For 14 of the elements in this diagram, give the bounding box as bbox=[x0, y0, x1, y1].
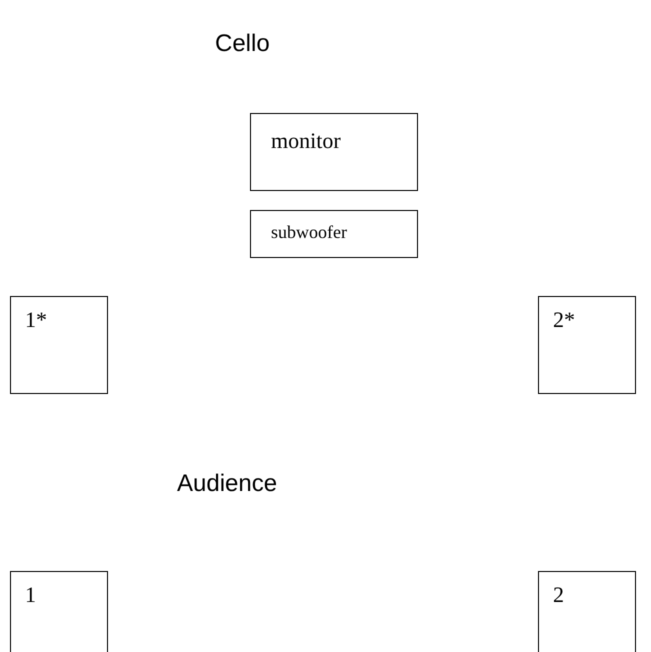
speaker-box bbox=[10, 296, 108, 394]
speaker-label: 1 bbox=[25, 582, 36, 608]
speaker-label: subwoofer bbox=[271, 222, 347, 243]
speaker-box bbox=[538, 296, 636, 394]
area-label: Audience bbox=[177, 470, 278, 498]
speaker-box bbox=[538, 571, 636, 652]
speaker-label: 2* bbox=[553, 307, 575, 333]
speaker-box bbox=[250, 113, 418, 191]
speaker-label: monitor bbox=[271, 128, 341, 154]
speaker-box bbox=[250, 210, 418, 258]
speaker-label: 1* bbox=[25, 307, 47, 333]
area-label: Cello bbox=[215, 30, 270, 58]
speaker-box bbox=[10, 571, 108, 652]
speaker-label: 2 bbox=[553, 582, 564, 608]
